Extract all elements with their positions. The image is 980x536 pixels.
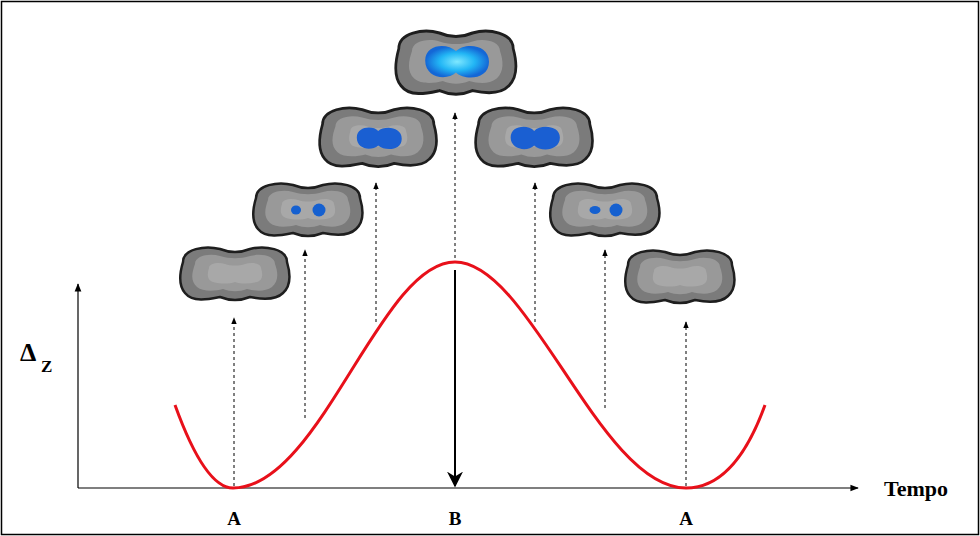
- axis-symbol: Δ: [20, 340, 36, 366]
- phase-label: A: [679, 509, 693, 528]
- axis-subscript: Z: [41, 358, 52, 375]
- axis-title: Tempo: [884, 478, 948, 500]
- phase-label: B: [449, 509, 462, 528]
- phase-label: A: [227, 509, 241, 528]
